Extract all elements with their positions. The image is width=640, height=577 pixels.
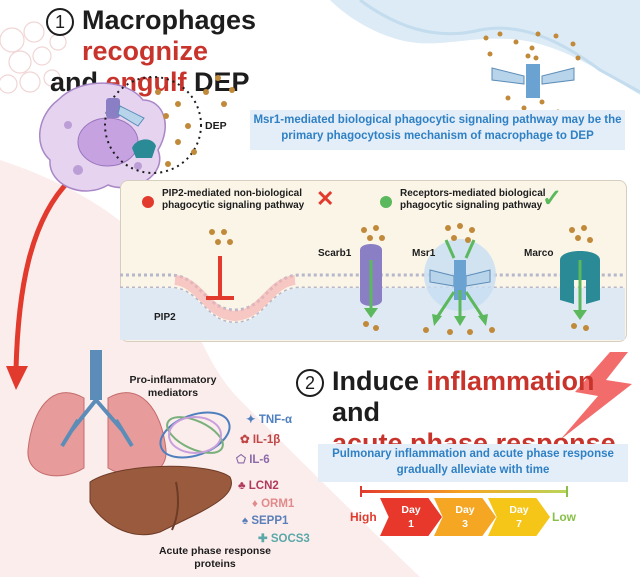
il1b-icon: ✿ (240, 434, 253, 446)
cross-icon: ✕ (316, 186, 335, 211)
step2-title-text2: and (332, 397, 381, 427)
info-box-alleviate: Pulmonary inflammation and acute phase r… (318, 444, 628, 482)
step1-title: 1 Macrophages recognize and engulf DEP (46, 5, 350, 98)
red-dot-icon (142, 196, 154, 208)
membrane-diagram (120, 223, 625, 340)
step2-title: 2 Induce inflammation and acute phase re… (296, 366, 626, 459)
dep-label: DEP (205, 120, 227, 132)
timeline-start-cap (360, 486, 362, 497)
step2-title-highlight: inflammation (426, 366, 595, 396)
step1-title-text: Macrophages (82, 5, 257, 35)
cytokine-il-1b: ✿ IL-1β (240, 434, 281, 446)
step2-title-text: Induce (332, 366, 427, 396)
receptor-illustration-top (483, 31, 581, 115)
step1-number-badge: 1 (46, 8, 74, 36)
legend-biological-text: Receptors-mediated biological phagocytic… (400, 188, 546, 211)
timeline-high-label: High (350, 510, 377, 524)
step1-title-highlight: recognize (82, 36, 209, 66)
legend-non-biological-text: PIP2-mediated non-biological phagocytic … (162, 188, 305, 211)
timeline-low-label: Low (552, 510, 576, 524)
tnf-icon: ✦ (246, 414, 259, 426)
label-msr1: Msr1 (412, 248, 436, 259)
pro-inflammatory-heading: Pro-inflammatory mediators (129, 374, 217, 399)
cytokine-cloud (159, 411, 231, 459)
lcn2-icon: ♣ (238, 480, 249, 492)
check-icon: ✓ (542, 185, 563, 212)
step2-number-badge: 2 (296, 369, 324, 397)
label-marco: Marco (524, 248, 554, 259)
green-dot-icon (380, 196, 392, 208)
lungs-illustration (27, 350, 167, 477)
cytokine-il-6: ⬠ IL-6 (236, 454, 270, 466)
socs3-icon: ✚ (258, 533, 271, 545)
orm1-icon: ♦ (252, 498, 262, 510)
info-box-msr1: Msr1-mediated biological phagocytic sign… (250, 110, 625, 150)
protein-socs3: ✚ SOCS3 (258, 533, 310, 545)
acute-phase-heading: Acute phase response proteins (158, 545, 272, 570)
label-pip2: PIP2 (154, 312, 176, 323)
sepp1-icon: ♠ (242, 515, 252, 527)
liver-illustration (89, 465, 233, 536)
cytokine-tnf-alpha: ✦ TNF-α (246, 414, 293, 426)
label-scarb1: Scarb1 (318, 248, 352, 259)
macrophage-cell (39, 76, 202, 192)
protein-orm1: ♦ ORM1 (252, 498, 295, 510)
timeline-gradient-bar (362, 490, 568, 493)
protein-lcn2: ♣ LCN2 (238, 480, 279, 492)
protein-sepp1: ♠ SEPP1 (242, 515, 289, 527)
dep-particles (203, 75, 235, 107)
timeline-end-cap (566, 486, 568, 497)
il6-icon: ⬠ (236, 454, 250, 466)
